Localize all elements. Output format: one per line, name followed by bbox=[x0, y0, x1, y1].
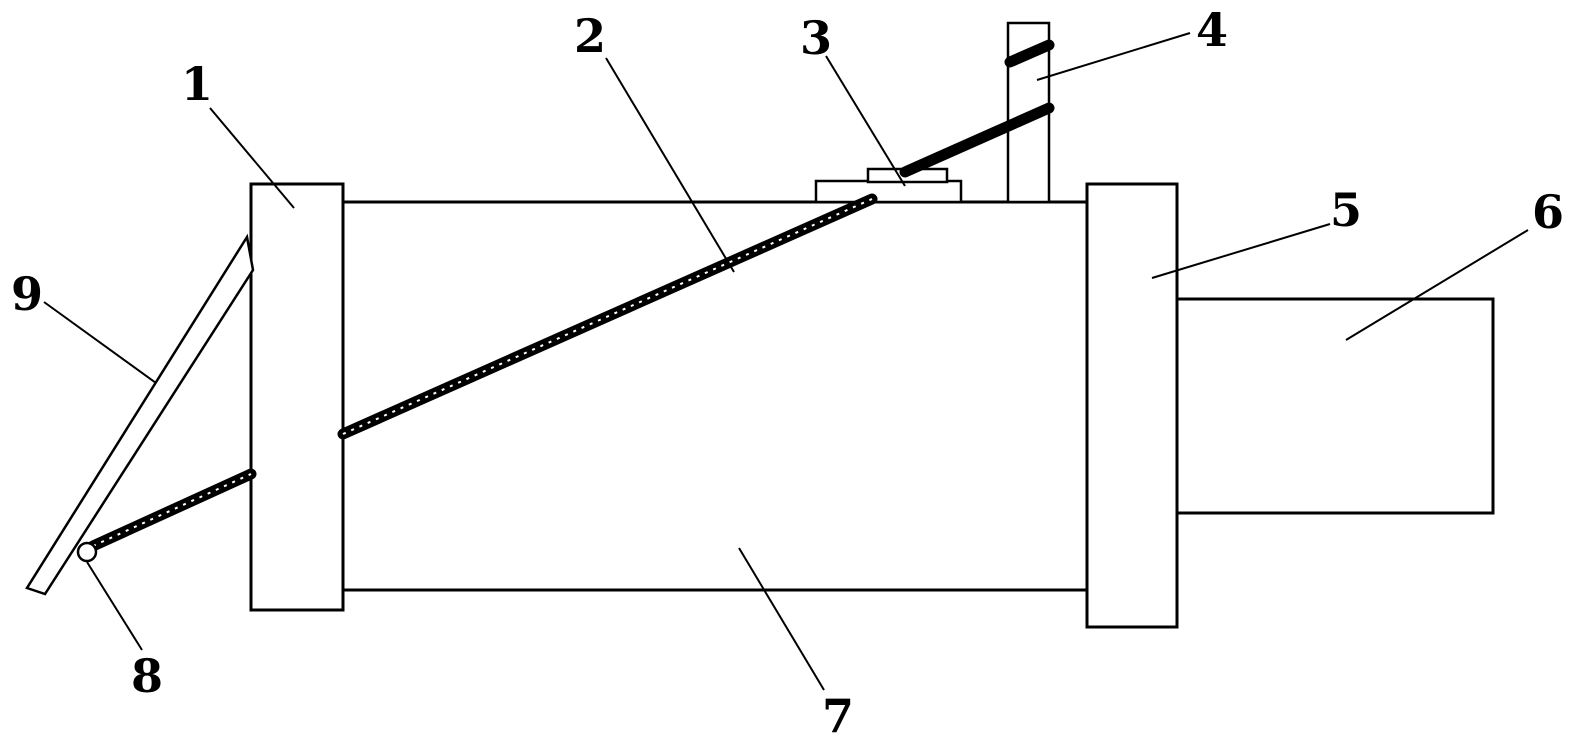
cable-upper-segment bbox=[899, 102, 1055, 178]
clamp-base-plate bbox=[814, 179, 963, 204]
output-shaft-block bbox=[1168, 297, 1495, 515]
inclined-bar bbox=[25, 233, 255, 596]
leader-1 bbox=[209, 107, 295, 209]
cable-texture-lower bbox=[92, 473, 252, 547]
leader-9 bbox=[43, 301, 157, 384]
callout-9: 9 bbox=[11, 267, 43, 321]
callout-2: 2 bbox=[574, 9, 606, 63]
right-flange bbox=[1085, 182, 1179, 629]
callout-1: 1 bbox=[181, 57, 213, 111]
callout-3: 3 bbox=[800, 11, 832, 65]
leader-4 bbox=[1036, 32, 1191, 81]
leader-3 bbox=[825, 55, 906, 187]
cable-lower-segment bbox=[87, 468, 257, 552]
left-flange bbox=[249, 182, 345, 612]
callout-5: 5 bbox=[1330, 183, 1362, 237]
callout-7: 7 bbox=[822, 689, 854, 742]
callout-4: 4 bbox=[1196, 3, 1228, 57]
pulley-ring bbox=[76, 541, 98, 563]
leader-5 bbox=[1151, 223, 1331, 279]
leader-6 bbox=[1345, 229, 1529, 341]
cable bbox=[87, 39, 1055, 552]
leader-2 bbox=[605, 57, 735, 273]
cable-texture-main bbox=[342, 198, 873, 435]
callout-6: 6 bbox=[1532, 185, 1564, 239]
leader-7 bbox=[738, 547, 825, 691]
cable-post-wrap bbox=[1004, 39, 1055, 68]
main-body bbox=[333, 200, 1097, 592]
callout-8: 8 bbox=[131, 649, 163, 703]
leader-8 bbox=[86, 561, 143, 651]
